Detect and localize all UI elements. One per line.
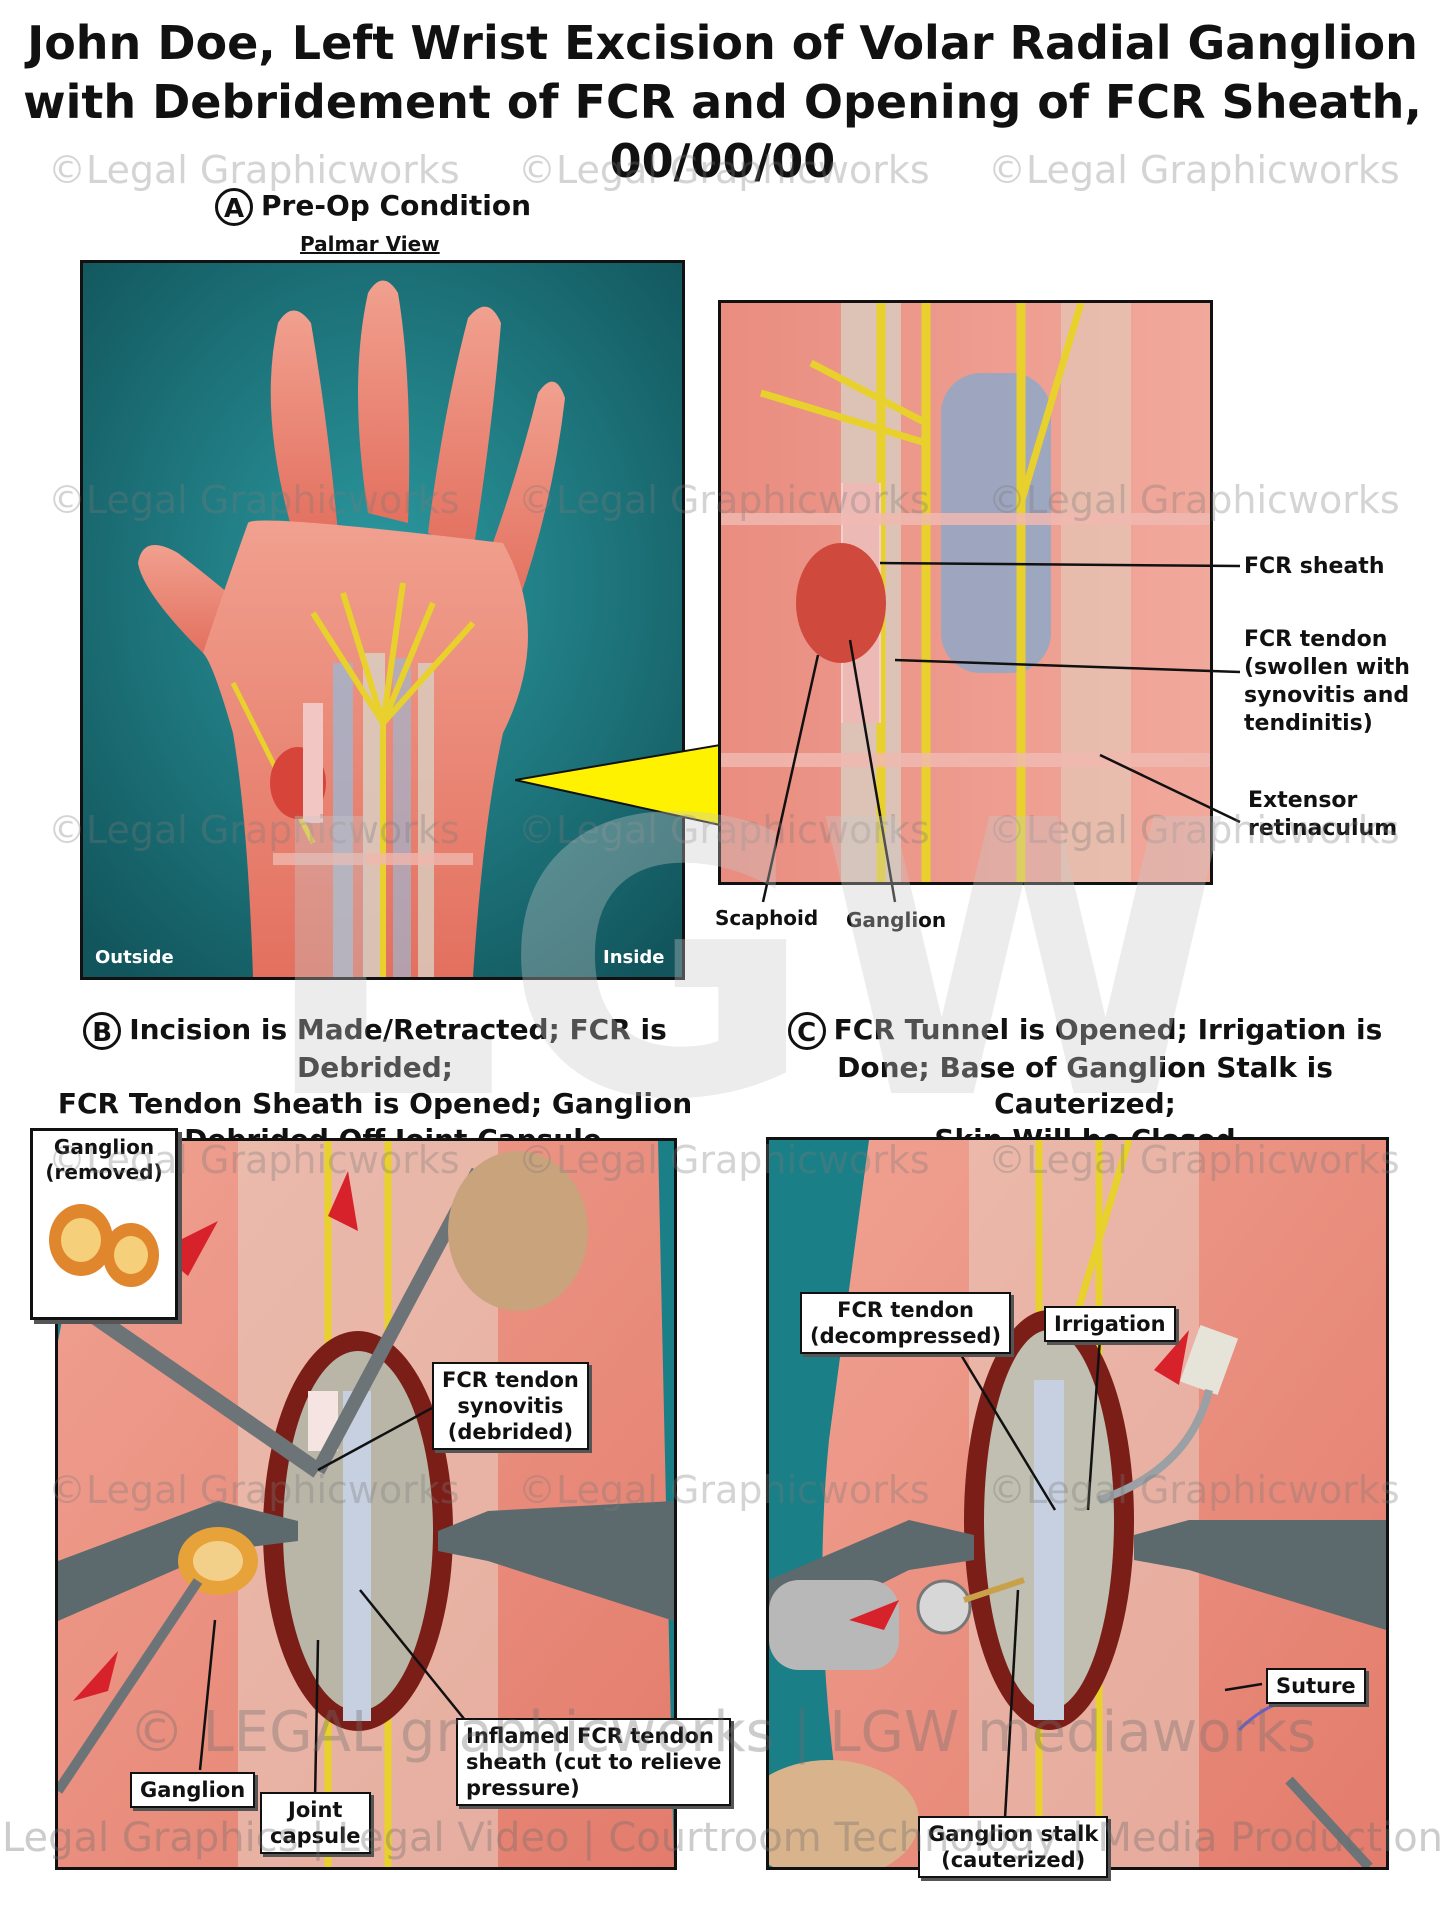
section-c-heading-line-2: Done; Base of Ganglion Stalk is Cauteriz… [837, 1051, 1333, 1120]
section-b-heading-line-1: Incision is Made/Retracted; FCR is Debri… [129, 1013, 667, 1084]
fcr-tendon-decompressed-callout: FCR tendon (decompressed) [800, 1292, 1012, 1354]
section-b-letter: B [83, 1012, 122, 1050]
irrigation-callout: Irrigation [1044, 1306, 1176, 1342]
extensor-retinaculum-label: Extensor retinaculum [1248, 787, 1397, 843]
fcr-tendon-line-2: (swollen with [1244, 655, 1410, 680]
sheath-line-1: Inflamed FCR tendon [466, 1724, 714, 1748]
fcr-tendon-line-4: tendinitis) [1244, 711, 1373, 736]
title-line-3: 00/00/00 [609, 134, 836, 188]
ganglion-label-a: Ganglion [846, 908, 947, 932]
inset-line-2: (removed) [45, 1160, 163, 1184]
scaphoid-label: Scaphoid [715, 906, 819, 930]
ganglion-callout-b: Ganglion [130, 1772, 256, 1808]
outside-label: Outside [95, 947, 174, 968]
fcr-tendon-swollen-label: FCR tendon (swollen with synovitis and t… [1244, 626, 1410, 738]
synovitis-line-2: synovitis [457, 1394, 564, 1418]
inside-label: Inside [603, 947, 665, 968]
ganglion-removed-inset: Ganglion (removed) [30, 1128, 178, 1320]
section-a-letter: A [215, 188, 253, 226]
inset-line-1: Ganglion [53, 1135, 155, 1159]
joint-capsule-line-2: capsule [270, 1824, 361, 1848]
title-line-2: with Debridement of FCR and Opening of F… [23, 75, 1422, 129]
extensor-line-1: Extensor [1248, 788, 1358, 813]
wrist-closeup-illustration [721, 303, 1210, 882]
fcr-tendon-line-3: synovitis and [1244, 683, 1410, 708]
sheath-line-3: pressure) [466, 1776, 580, 1800]
section-b-heading-line-2: FCR Tendon Sheath is Opened; Ganglion [57, 1087, 693, 1120]
fcr-synovitis-callout: FCR tendon synovitis (debrided) [432, 1362, 589, 1450]
synovitis-line-3: (debrided) [447, 1420, 574, 1444]
synovitis-line-1: FCR tendon [442, 1368, 579, 1392]
section-c-heading-line-1: FCR Tunnel is Opened; Irrigation is [833, 1013, 1383, 1046]
fcr-sheath-label: FCR sheath [1244, 554, 1385, 579]
ganglion-stalk-callout: Ganglion stalk (cauterized) [918, 1816, 1109, 1878]
inflamed-sheath-callout: Inflamed FCR tendon sheath (cut to relie… [456, 1718, 732, 1806]
section-a-title: Pre-Op Condition [261, 189, 532, 222]
extensor-line-2: retinaculum [1248, 816, 1398, 841]
decompressed-line-2: (decompressed) [810, 1324, 1002, 1348]
stalk-line-2: (cauterized) [941, 1848, 1086, 1872]
section-a-subheading: Palmar View [300, 232, 440, 256]
brand-watermark: © LEGAL graphicworks | LGW mediaworks [128, 1700, 1317, 1765]
sheath-line-2: sheath (cut to relieve [466, 1750, 722, 1774]
footer-watermark: Legal Graphics | Legal Video | Courtroom… [1, 1815, 1444, 1861]
decompressed-line-1: FCR tendon [837, 1298, 975, 1322]
joint-capsule-callout: Joint capsule [260, 1792, 371, 1854]
ganglion-removed-label: Ganglion (removed) [33, 1135, 175, 1185]
stalk-line-1: Ganglion stalk [928, 1822, 1099, 1846]
section-c-letter: C [787, 1012, 826, 1050]
joint-capsule-line-1: Joint [288, 1798, 343, 1822]
zoom-view-panel [718, 300, 1213, 885]
page-title: John Doe, Left Wrist Excision of Volar R… [0, 14, 1445, 191]
removed-ganglion-image [49, 1204, 159, 1287]
fcr-tendon-line-1: FCR tendon [1244, 627, 1388, 652]
hand-illustration: Outside Inside [83, 263, 682, 977]
palmar-view-panel: Outside Inside [80, 260, 685, 980]
suture-callout: Suture [1266, 1668, 1366, 1704]
zoom-pointer [515, 743, 721, 827]
title-line-1: John Doe, Left Wrist Excision of Volar R… [27, 16, 1418, 70]
